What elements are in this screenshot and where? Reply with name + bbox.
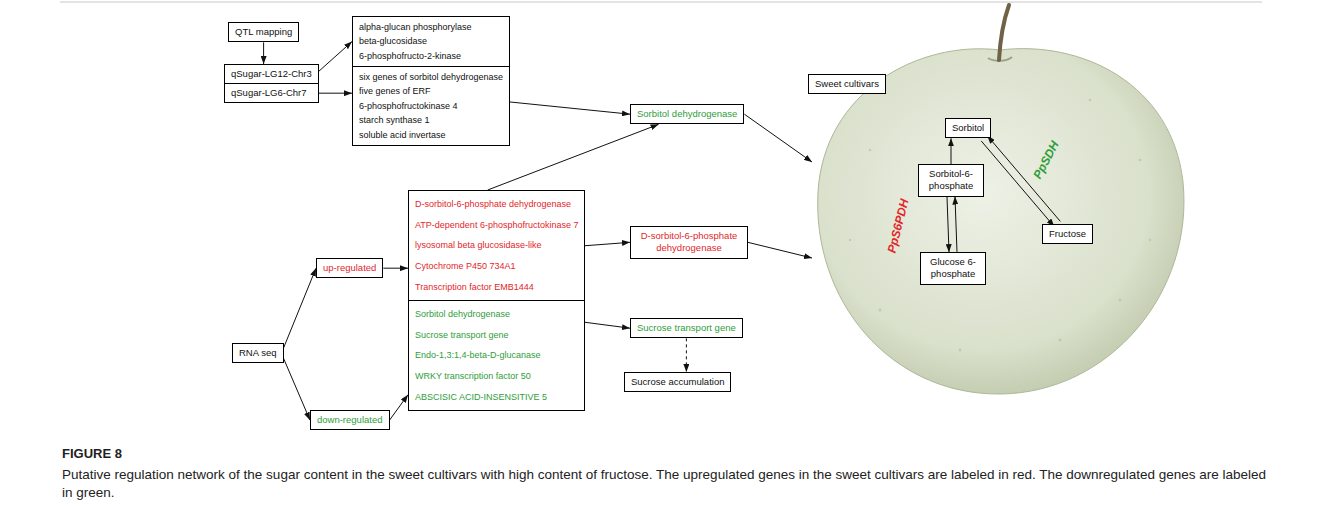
node-text: Transcription factor EMB1444	[415, 277, 578, 298]
connector-arrow	[284, 268, 317, 348]
process-box: qSugar-LG12-Chr3	[224, 64, 319, 84]
top-rule	[60, 2, 1262, 3]
gene-list-box: D-sorbitol-6-phosphate dehydrogenaseATP-…	[408, 190, 585, 301]
connector-arrow	[383, 268, 408, 269]
apple-specks	[849, 99, 1151, 352]
node-text: Cytochrome P450 734A1	[415, 256, 578, 277]
leader-arrow	[744, 114, 812, 162]
enzyme-label: PpS6PDH	[885, 197, 912, 254]
connector-arrow	[319, 42, 352, 72]
node-text: D-sorbitol-6-phosphate dehydrogenase	[637, 230, 741, 255]
connector-arrow	[284, 358, 311, 420]
node-text: alpha-glucan phosphorylase	[359, 20, 503, 34]
connector-arrow	[510, 102, 630, 114]
node-text: Sucrose accumulation	[631, 376, 724, 388]
connector-arrow	[488, 124, 659, 190]
node-text: starch synthase 1	[359, 113, 503, 127]
node-text: qSugar-LG12-Chr3	[231, 68, 312, 80]
gene-list-box: alpha-glucan phosphorylasebeta-glucosida…	[352, 16, 510, 67]
connector-arrow	[585, 322, 630, 328]
connector-arrow	[390, 395, 409, 420]
node-text: 6-phosphofructokinase 4	[359, 99, 503, 113]
connector-arrow	[955, 197, 957, 252]
connector-arrow	[263, 42, 264, 64]
process-box: qSugar-LG6-Chr7	[224, 83, 319, 103]
node-text: Sucrose transport gene	[637, 322, 736, 334]
gene-list-box: Sorbitol dehydrogenaseSucrose transport …	[408, 300, 585, 411]
process-box: Sorbitol-6-phosphate	[918, 164, 984, 197]
connector-arrow	[585, 242, 630, 245]
node-text: D-sorbitol-6-phosphate dehydrogenase	[415, 194, 578, 215]
connector-arrow	[319, 93, 352, 94]
connector-arrow	[947, 197, 949, 252]
leader-arrow	[748, 242, 812, 258]
process-box: Sweet cultivars	[808, 74, 886, 94]
node-text: 6-phosphofructo-2-kinase	[359, 49, 503, 63]
node-text: five genes of ERF	[359, 84, 503, 98]
node-text: Sorbitol-6-phosphate	[925, 168, 977, 193]
node-text: Endo-1,3:1,4-beta-D-glucanase	[415, 345, 578, 366]
figure-caption: Putative regulation network of the sugar…	[62, 466, 1277, 501]
node-text: Fructose	[1049, 228, 1086, 240]
node-text: Glucose 6-phosphate	[927, 256, 979, 281]
node-text: qSugar-LG6-Chr7	[231, 87, 312, 99]
node-text: QTL mapping	[235, 26, 292, 38]
node-text: Sucrose transport gene	[415, 325, 578, 346]
process-box: QTL mapping	[228, 22, 299, 42]
enzyme-label: PpSDH	[1030, 139, 1061, 181]
connector-arrow	[686, 338, 687, 372]
process-box: D-sorbitol-6-phosphate dehydrogenase	[630, 226, 748, 259]
node-text: WRKY transcription factor 50	[415, 366, 578, 387]
process-box: RNA seq	[232, 343, 284, 363]
node-text: ATP-dependent 6-phosphofructokinase 7	[415, 215, 578, 236]
gene-list-box: six genes of sorbitol dehydrogenasefive …	[352, 66, 510, 146]
process-box: down-regulated	[310, 410, 390, 430]
process-box: Sorbitol dehydrogenase	[630, 104, 744, 124]
node-text: six genes of sorbitol dehydrogenase	[359, 70, 503, 84]
apple-stem	[999, 5, 1009, 60]
node-text: soluble acid invertase	[359, 128, 503, 142]
apple-body	[818, 49, 1184, 394]
process-box: Sucrose transport gene	[630, 318, 743, 338]
node-text: Sweet cultivars	[815, 78, 879, 90]
connector-arrow	[951, 138, 952, 164]
process-box: Sorbitol	[945, 118, 991, 138]
process-box: Glucose 6-phosphate	[920, 252, 986, 285]
node-text: RNA seq	[239, 347, 277, 359]
node-text: beta-glucosidase	[359, 34, 503, 48]
figure-number: FIGURE 8	[62, 446, 122, 461]
node-text: Sorbitol dehydrogenase	[637, 108, 737, 120]
node-text: Sorbitol dehydrogenase	[415, 304, 578, 325]
node-text: up-regulated	[323, 262, 376, 274]
node-text: lysosomal beta glucosidase-like	[415, 235, 578, 256]
process-box: up-regulated	[316, 258, 383, 278]
process-box: Fructose	[1042, 224, 1093, 244]
node-text: down-regulated	[317, 414, 383, 426]
node-text: Sorbitol	[952, 122, 984, 134]
node-text: ABSCISIC ACID-INSENSITIVE 5	[415, 387, 578, 408]
process-box: Sucrose accumulation	[624, 372, 731, 392]
